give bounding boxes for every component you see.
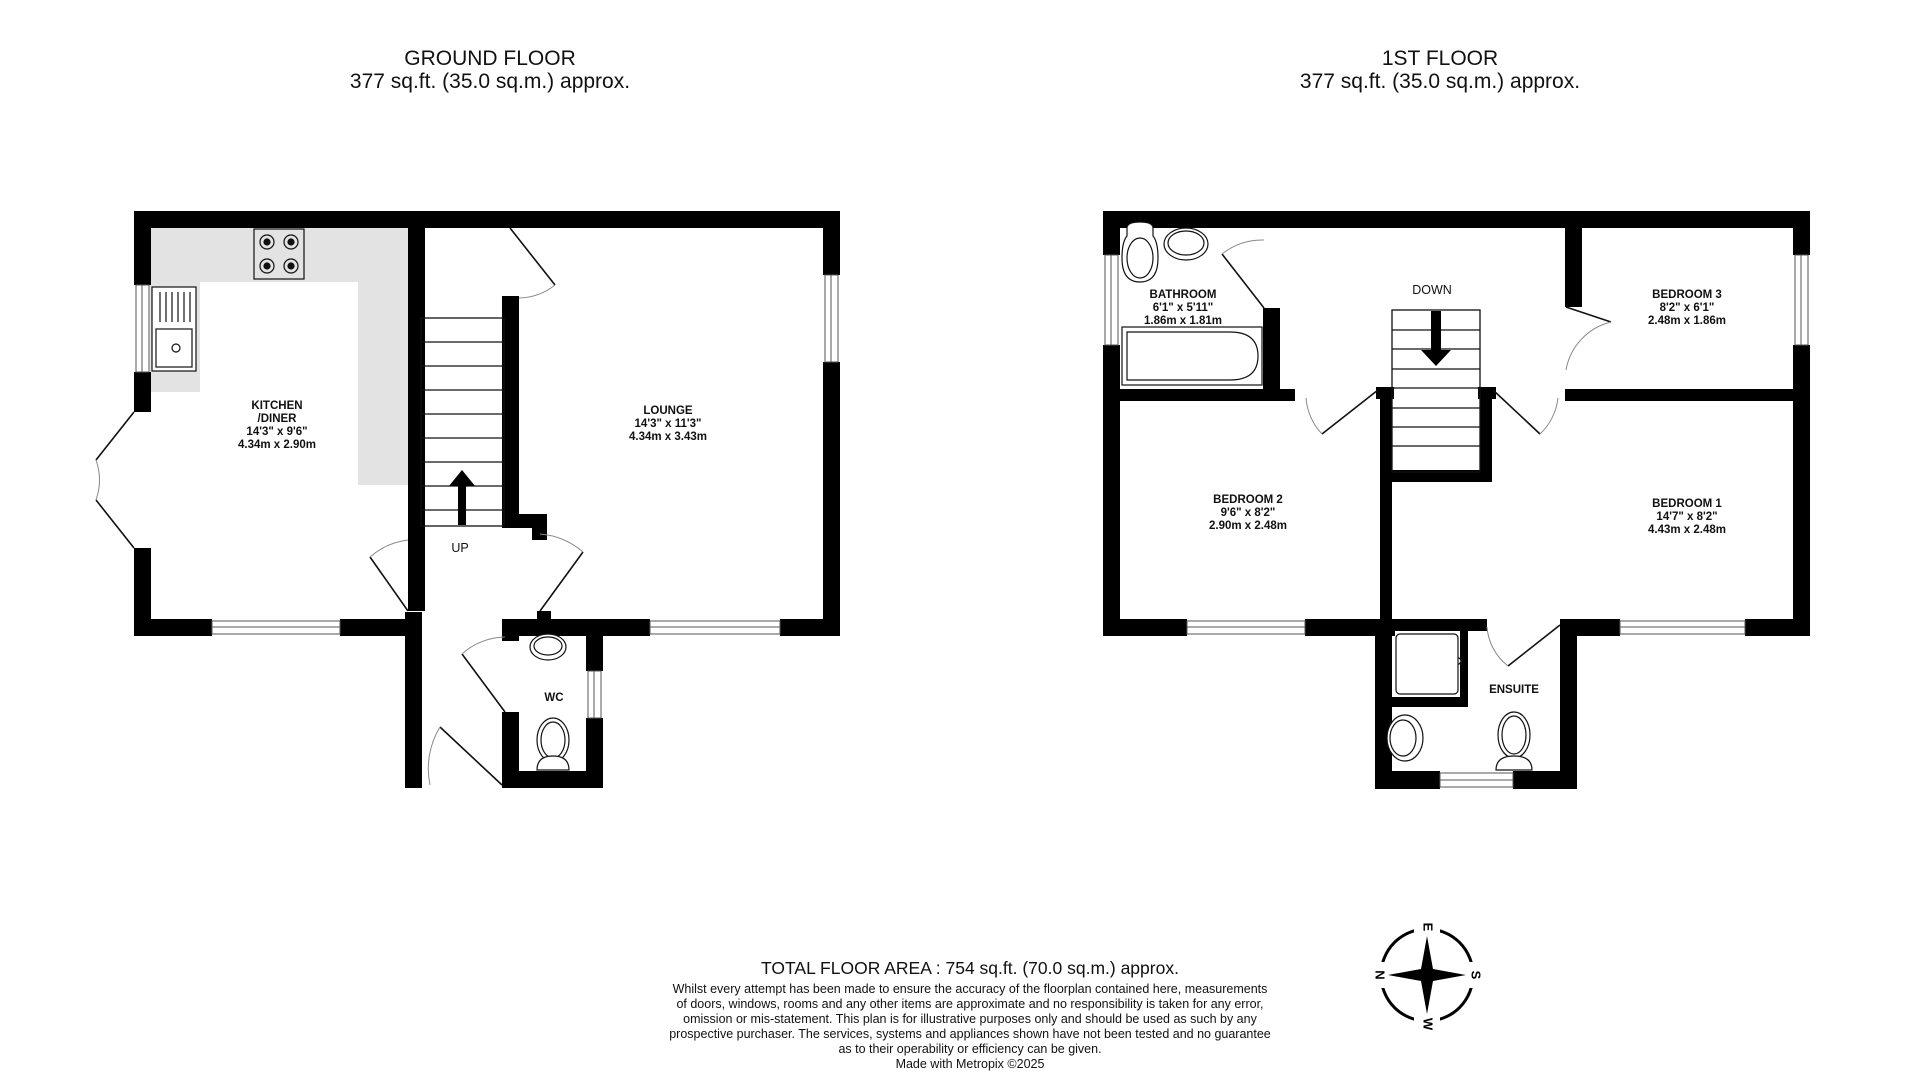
ground-floor-plan: [95, 211, 840, 788]
first-floor-area: 377 sq.ft. (35.0 sq.m.) approx.: [1299, 70, 1581, 93]
first-floor-header: 1ST FLOOR 377 sq.ft. (35.0 sq.m.) approx…: [1270, 47, 1610, 93]
stairs-up-arrow-icon: [449, 470, 475, 525]
ground-floor-header: GROUND FLOOR 377 sq.ft. (35.0 sq.m.) app…: [320, 47, 660, 93]
first-floor-plan: [1103, 211, 1810, 789]
room-label-ensuite: ENSUITE: [1489, 684, 1539, 696]
first-floor-title: 1ST FLOOR: [1381, 47, 1499, 70]
room-label-bathroom: BATHROOM 6'1" x 5'11" 1.86m x 1.81m: [1143, 289, 1223, 327]
first-floor-stairs: [1391, 309, 1481, 473]
room-label-lounge: LOUNGE 14'3" x 11'3" 4.34m x 3.43m: [628, 405, 708, 443]
stairs-up-label: UP: [451, 541, 469, 555]
total-floor-area: TOTAL FLOOR AREA : 754 sq.ft. (70.0 sq.m…: [761, 958, 1179, 978]
hob-icon: [253, 228, 305, 280]
stairs-down-arrow-icon: [1421, 311, 1451, 366]
room-label-bedroom3: BEDROOM 3 8'2" x 6'1" 2.48m x 1.86m: [1647, 289, 1727, 327]
room-label-bedroom1: BEDROOM 1 14'7" x 8'2" 4.43m x 2.48m: [1647, 498, 1727, 536]
room-label-kitchen: KITCHEN /DINER 14'3" x 9'6" 4.34m x 2.90…: [237, 400, 317, 451]
compass-w: W: [1421, 1018, 1436, 1031]
footer: TOTAL FLOOR AREA : 754 sq.ft. (70.0 sq.m…: [590, 958, 1350, 1072]
stairs-down-label: DOWN: [1412, 283, 1452, 297]
room-label-bedroom2: BEDROOM 2 9'6" x 8'2" 2.90m x 2.48m: [1208, 494, 1288, 532]
compass-n: N: [1373, 970, 1388, 979]
ground-floor-area: 377 sq.ft. (35.0 sq.m.) approx.: [349, 70, 631, 93]
room-label-wc: WC: [544, 692, 564, 704]
compass-icon: E W N S: [1372, 920, 1484, 1032]
compass-s: S: [1469, 971, 1484, 980]
kitchen-sink-icon: [151, 286, 197, 372]
ground-floor-title: GROUND FLOOR: [404, 47, 576, 70]
compass-e: E: [1421, 923, 1436, 932]
disclaimer: Whilst every attempt has been made to en…: [669, 982, 1271, 1056]
ground-stairs: [420, 317, 505, 527]
